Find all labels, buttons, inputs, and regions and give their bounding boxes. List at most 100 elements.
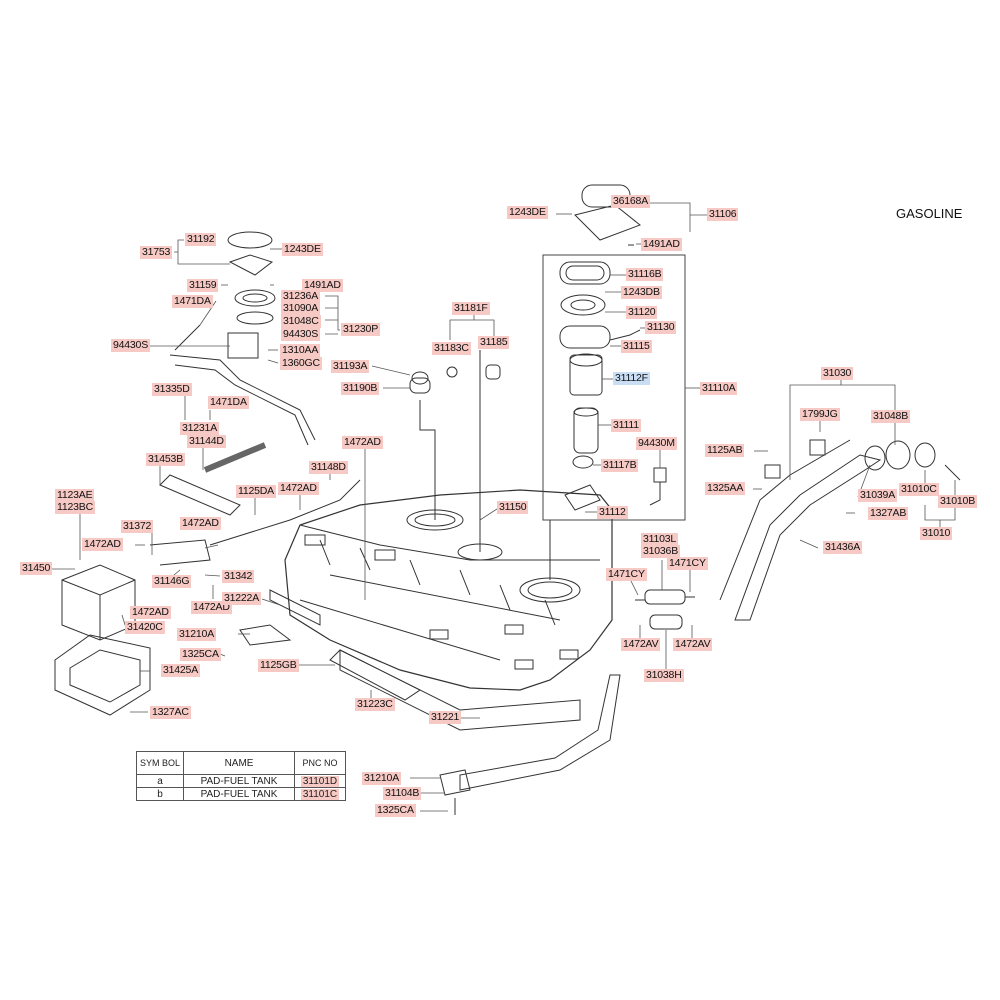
part-label[interactable]: 1123BC [55,501,95,514]
part-label-selected[interactable]: 31112F [613,372,650,385]
part-label[interactable]: 31193A [331,360,370,373]
part-label[interactable]: 31210A [362,772,402,785]
part-label[interactable]: 31115 [621,340,652,353]
legend-pnc-label[interactable]: 31101D [300,775,340,787]
part-label[interactable]: 31190B [341,382,380,395]
part-label[interactable]: 1491AD [641,238,682,251]
part-label[interactable]: 31181F [452,302,490,315]
part-label[interactable]: 31048C [281,315,321,328]
part-label[interactable]: 36168A [611,195,651,208]
part-label[interactable]: 31010B [938,495,978,508]
legend-row: a PAD-FUEL TANK 31101D [135,774,347,788]
canister [54,564,151,716]
part-label[interactable]: 1327AC [150,706,191,719]
sender-unit [169,231,316,446]
part-label[interactable]: 31110A [700,382,738,395]
part-label[interactable]: 1471CY [606,568,647,581]
part-label[interactable]: 1471CY [667,557,708,570]
part-label[interactable]: 1360GC [280,357,322,370]
legend-pnc-label[interactable]: 31101C [300,788,340,800]
part-label[interactable]: 31436A [823,541,863,554]
part-label[interactable]: 31230P [341,323,381,336]
part-label[interactable]: 1472AD [278,482,319,495]
part-label[interactable]: 1125DA [236,485,276,498]
part-label[interactable]: 1123AE [55,489,95,502]
part-label[interactable]: 31453B [146,453,186,466]
legend-name: PAD-FUEL TANK [183,787,296,801]
part-label[interactable]: 31335D [152,383,192,396]
part-label[interactable]: 31111 [611,419,641,432]
part-label[interactable]: 31048B [871,410,911,423]
part-label[interactable]: 1243DE [507,206,548,219]
part-label[interactable]: 31036B [641,545,681,558]
part-label[interactable]: 1243DE [282,243,323,256]
part-label[interactable]: 31753 [140,246,173,259]
part-label[interactable]: 1125AB [705,444,745,457]
part-label[interactable]: 31222A [222,592,262,605]
legend-header-name: NAME [183,751,296,775]
legend-pnc[interactable]: 31101D [294,774,347,788]
part-label[interactable]: 31450 [20,562,53,575]
part-label[interactable]: 31192 [185,233,217,246]
part-label[interactable]: 31231A [180,422,220,435]
part-label[interactable]: 1327AB [868,507,909,520]
part-label[interactable]: 31117B [601,459,639,472]
fuel-pump-assembly [559,261,667,511]
part-label[interactable]: 1799JG [800,408,840,421]
fuel-lines [409,364,695,630]
access-cover [574,184,641,246]
part-label[interactable]: 31030 [821,367,854,380]
part-label[interactable]: 31223C [355,698,395,711]
part-label[interactable]: 94430M [636,437,677,450]
part-label[interactable]: 31144D [187,435,226,448]
part-label[interactable]: 31342 [222,570,255,583]
part-label[interactable]: 31221 [429,711,462,724]
fuel-tank [284,350,613,691]
part-label[interactable]: 31372 [121,520,154,533]
part-label[interactable]: 31130 [645,321,677,334]
part-label[interactable]: 31148D [309,461,348,474]
part-label[interactable]: 1325CA [375,804,416,817]
part-label[interactable]: 1310AA [280,344,321,357]
part-label[interactable]: 1125GB [258,659,299,672]
variant-title: GASOLINE [896,206,963,221]
part-label[interactable]: 31116B [626,268,664,281]
part-label[interactable]: 1472AD [191,601,232,614]
part-label[interactable]: 1472AV [621,638,661,651]
part-label[interactable]: 31210A [177,628,217,641]
part-label[interactable]: 31120 [626,306,658,319]
part-label[interactable]: 31103L [641,533,679,546]
part-label[interactable]: 31104B [383,787,422,800]
part-label[interactable]: 31183C [432,342,471,355]
part-label[interactable]: 1472AV [673,638,713,651]
part-label[interactable]: 31010 [920,527,953,540]
part-label[interactable]: 1471DA [172,295,213,308]
part-label[interactable]: 31420C [125,621,165,634]
legend-pnc[interactable]: 31101C [294,787,347,801]
part-label[interactable]: 1472AD [180,517,221,530]
part-label[interactable]: 1243DB [621,286,662,299]
part-label[interactable]: 1472AD [342,436,383,449]
part-label[interactable]: 31010C [899,483,939,496]
part-label[interactable]: 31425A [161,664,201,677]
part-label[interactable]: 31039A [858,489,898,502]
part-label[interactable]: 31146G [152,575,192,588]
part-label[interactable]: 94430S [281,328,321,341]
part-label[interactable]: 1491AD [302,279,343,292]
part-label[interactable]: 31150 [497,501,529,514]
part-label[interactable]: 94430S [111,339,151,352]
part-label[interactable]: 1472AD [82,538,123,551]
legend-table: SYM BOL NAME PNC NO a PAD-FUEL TANK 3110… [135,751,347,801]
part-label[interactable]: 31185 [478,336,510,349]
part-label[interactable]: 1472AD [130,606,171,619]
bottom-bracket [439,769,471,815]
part-label[interactable]: 1471DA [208,396,249,409]
part-label[interactable]: 1325AA [705,482,746,495]
part-label[interactable]: 31159 [187,279,219,292]
part-label[interactable]: 31236A [281,290,321,303]
part-label[interactable]: 31106 [707,208,739,221]
part-label[interactable]: 31090A [281,302,321,315]
part-label[interactable]: 1325CA [180,648,221,661]
part-label[interactable]: 31112 [597,506,628,519]
part-label[interactable]: 31038H [644,669,684,682]
